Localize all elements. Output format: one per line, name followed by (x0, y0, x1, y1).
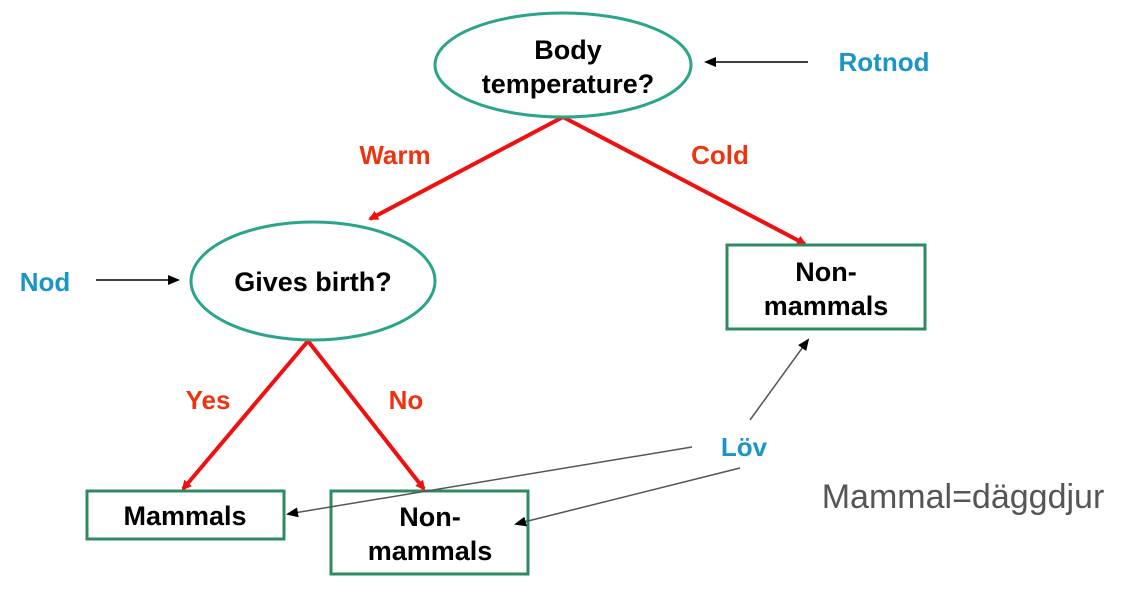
gives-birth-node (189, 220, 437, 342)
edge-label-yes: Yes (186, 385, 231, 415)
pointer-leaf-cold (749, 338, 810, 421)
leaf-cold-non-mammals (725, 243, 927, 331)
edge-cold (562, 115, 807, 246)
leaf-no-line2: mammals (368, 536, 493, 566)
edge-warm (368, 115, 564, 221)
pointer-leaf-no (514, 467, 741, 527)
root-node-line1: Body (534, 35, 602, 65)
edge-label-cold: Cold (691, 140, 749, 170)
edge-label-warm: Warm (359, 140, 430, 170)
root-node-line2: temperature? (482, 69, 655, 99)
leaf-no-line1: Non- (399, 502, 460, 532)
leaf-mammals-label: Mammals (123, 501, 246, 531)
edge-label-no: No (389, 385, 424, 415)
edge-no (306, 339, 426, 491)
gives-birth-label: Gives birth? (234, 267, 392, 297)
edge-yes (181, 339, 310, 491)
root-node (433, 11, 693, 119)
translation-note: Mammal=däggdjur (822, 478, 1105, 516)
annotation-root: Rotnod (839, 47, 930, 77)
leaf-cold-line2: mammals (764, 291, 889, 321)
leaf-mammals (85, 489, 286, 541)
leaf-cold-line1: Non- (795, 257, 856, 287)
annotation-node: Nod (20, 267, 71, 297)
pointer-leaf-mammals (286, 446, 693, 518)
annotation-leaf: Löv (721, 432, 768, 462)
